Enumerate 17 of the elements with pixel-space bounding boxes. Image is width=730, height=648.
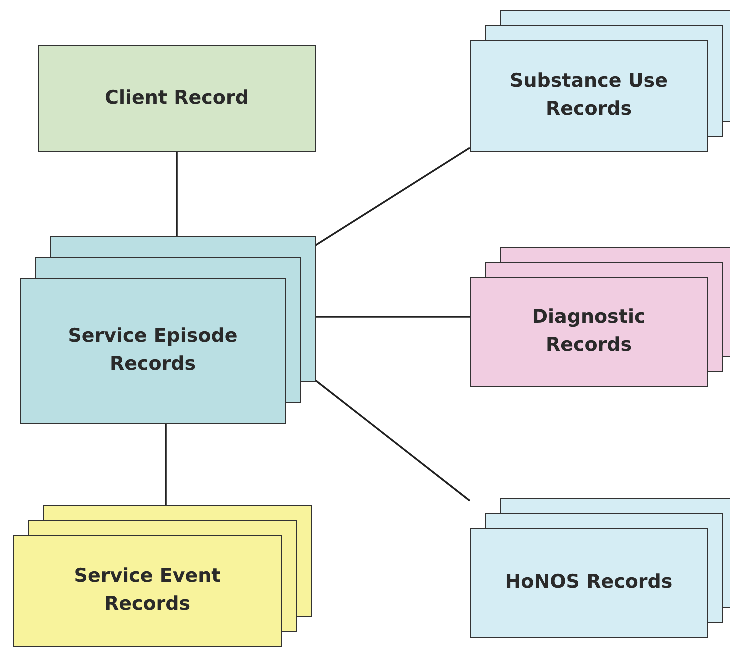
record-title: Service Episode Records xyxy=(67,324,239,377)
connector-line xyxy=(176,152,178,236)
record-title: Service Event Records xyxy=(73,564,222,617)
connector-line xyxy=(165,424,167,505)
record-title: Substance Use Records xyxy=(509,69,669,122)
record-box xyxy=(38,45,316,152)
record-title: Client Record xyxy=(105,86,249,111)
stacked-record-cards xyxy=(470,498,730,638)
stacked-record-cards xyxy=(470,247,730,387)
stacked-record-cards xyxy=(20,236,316,424)
connector-line xyxy=(315,380,471,502)
record-title: Diagnostic Records xyxy=(531,305,647,358)
connector-line xyxy=(316,147,470,246)
stacked-record-cards xyxy=(13,505,312,647)
record-title: HoNOS Records xyxy=(505,570,673,596)
stacked-record-cards xyxy=(470,10,730,152)
connector-line xyxy=(316,316,470,318)
